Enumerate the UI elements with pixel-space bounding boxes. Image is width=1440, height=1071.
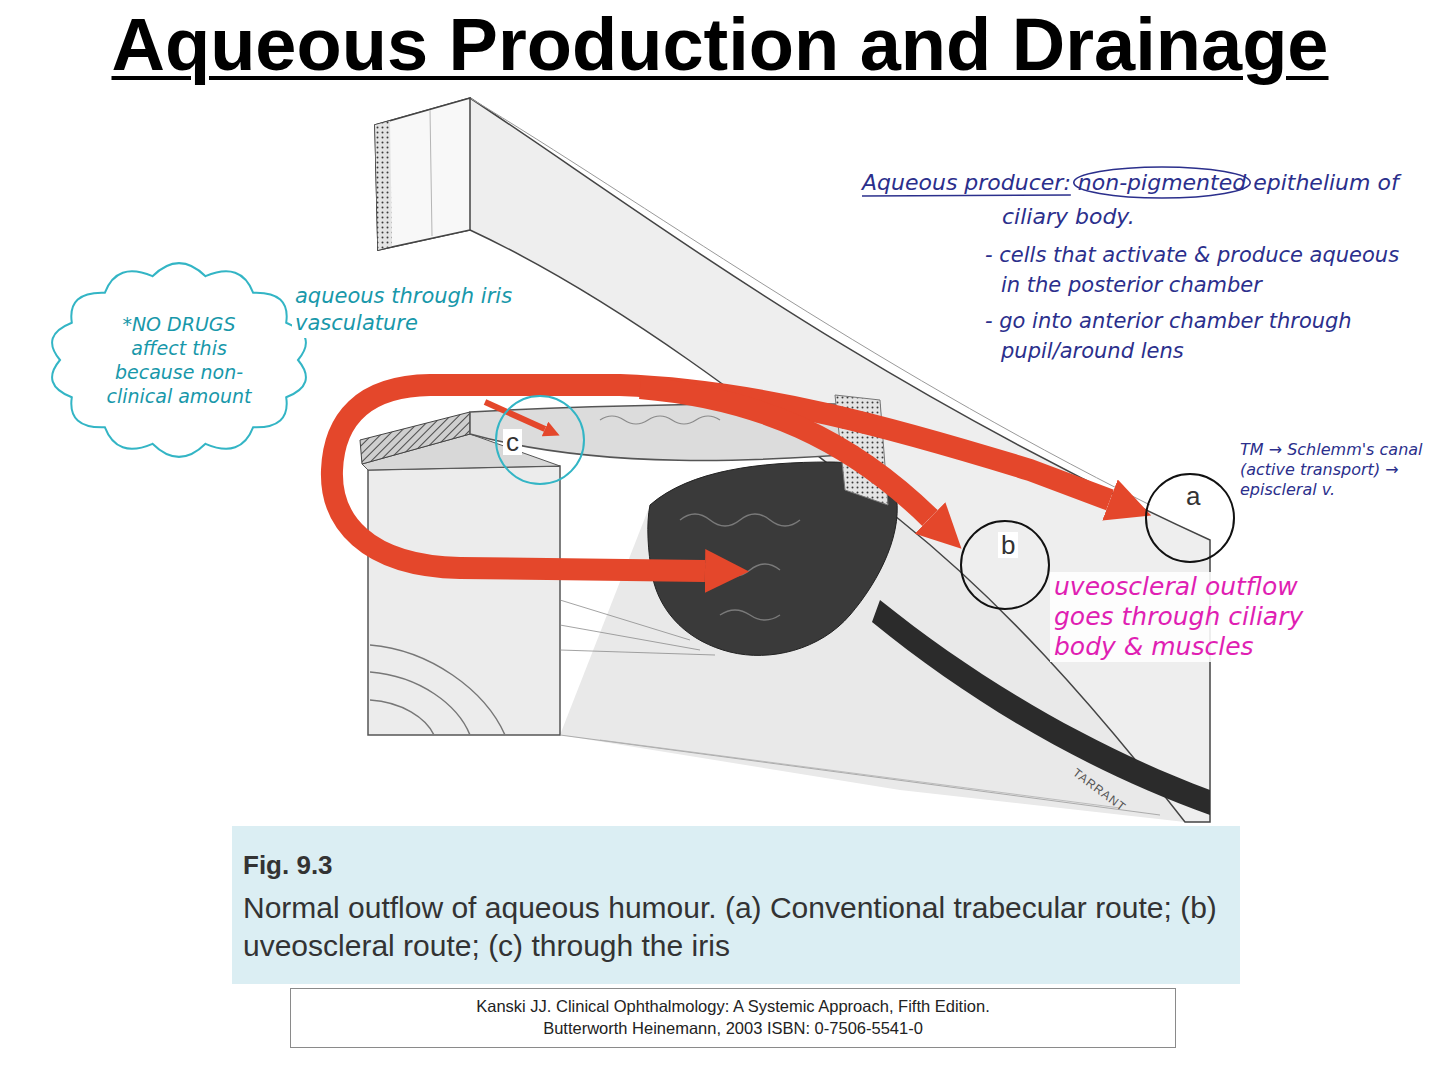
cornea-cut-face — [375, 98, 470, 250]
callout-letter: a — [1183, 483, 1203, 509]
flow-arrow — [332, 385, 1110, 571]
zonule-fibre — [560, 650, 715, 655]
cloud-outline — [52, 263, 306, 457]
cloud-note: *NO DRUGS affect this because non-clinic… — [48, 262, 310, 458]
handwritten-note: TM → Schlemm's canal (active transport) … — [1240, 440, 1430, 500]
corneal-epithelium — [375, 121, 392, 250]
ciliary-process — [720, 610, 780, 620]
artist-signature: TARRANT — [1070, 766, 1129, 815]
slide-title: Aqueous Production and Drainage — [0, 4, 1440, 86]
caption-band: Fig. 9.3Normal outflow of aqueous humour… — [232, 826, 1240, 984]
zonule-fibre — [600, 740, 1120, 808]
caption-text: Normal outflow of aqueous humour. (a) Co… — [243, 889, 1228, 965]
ciliary-process — [680, 514, 800, 526]
callout-circle: b — [960, 520, 1050, 610]
lens-layer — [370, 645, 505, 735]
flow-arrow — [640, 388, 930, 518]
zonule-fibre — [560, 625, 700, 650]
callout-ring — [496, 396, 584, 484]
cloud-outline — [48, 262, 310, 458]
iris-cut-face — [360, 412, 470, 464]
handwritten-note: aqueous through iris vasculature — [292, 282, 548, 338]
callout-ring — [961, 521, 1049, 609]
corneal-layer — [430, 110, 432, 236]
handwritten-note: Aqueous producer: non-pigmented epitheli… — [862, 166, 1422, 234]
callout-circle: a — [1145, 473, 1235, 563]
lens-block — [368, 466, 560, 735]
figure-number: Fig. 9.3 — [243, 850, 1228, 881]
lens-layer — [370, 672, 470, 735]
citation-text: Butterworth Heinemann, 2003 ISBN: 0-7506… — [301, 1017, 1165, 1039]
iris-crypts — [600, 416, 720, 424]
zonule-fibre — [560, 735, 1160, 815]
handwritten-note: uveoscleral outflow goes through ciliary… — [1050, 572, 1358, 662]
citation-text: Kanski JJ. Clinical Ophthalmology: A Sys… — [301, 995, 1165, 1017]
hand-underline — [862, 195, 1071, 196]
reference-box: Kanski JJ. Clinical Ophthalmology: A Sys… — [290, 988, 1176, 1048]
callout-letter: b — [998, 532, 1018, 558]
handwritten-note: - cells that activate & produce aqueous … — [985, 240, 1405, 300]
callout-letter: c — [503, 429, 522, 455]
flow-arrow — [485, 402, 545, 429]
callout-ring — [1146, 474, 1234, 562]
callout-circle: c — [495, 395, 585, 485]
note-text: *NO DRUGS affect this because non-clinic… — [96, 312, 262, 408]
lens-layer — [370, 700, 434, 735]
handwritten-note: - go into anterior chamber through pupil… — [985, 306, 1405, 366]
